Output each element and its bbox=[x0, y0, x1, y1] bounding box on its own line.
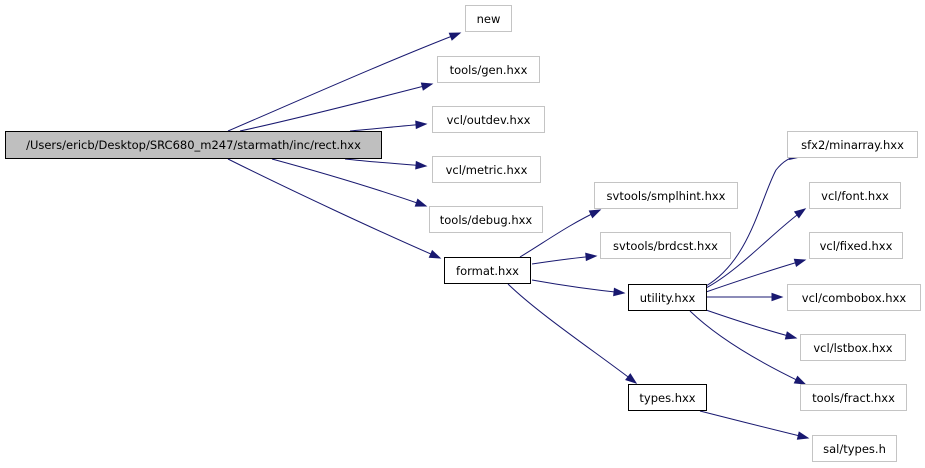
node-utility[interactable]: utility.hxx bbox=[628, 284, 707, 311]
node-vcl-lstbox: vcl/lstbox.hxx bbox=[800, 334, 906, 361]
node-tools-debug: tools/debug.hxx bbox=[429, 206, 543, 233]
edge-root-format bbox=[227, 158, 441, 259]
edge-utility-minarray bbox=[705, 156, 801, 287]
edge-utility-fixed bbox=[705, 259, 806, 293]
arrowhead-utility-font bbox=[793, 208, 807, 219]
edge-root-debug bbox=[271, 158, 427, 207]
node-vcl-fixed: vcl/fixed.hxx bbox=[809, 232, 903, 259]
node-sfx2-minarray: sfx2/minarray.hxx bbox=[787, 131, 918, 158]
node-format[interactable]: format.hxx bbox=[444, 257, 531, 284]
node-tools-gen: tools/gen.hxx bbox=[437, 56, 540, 83]
arrowhead-format-brdcst bbox=[585, 252, 598, 262]
node-sal-types: sal/types.h bbox=[812, 435, 897, 462]
node-vcl-outdev: vcl/outdev.hxx bbox=[432, 106, 545, 133]
edge-format-types bbox=[507, 283, 637, 384]
node-tools-fract: tools/fract.hxx bbox=[800, 384, 907, 411]
arrowhead-format-utility bbox=[613, 287, 626, 297]
node-vcl-font: vcl/font.hxx bbox=[809, 182, 901, 209]
arrowhead-root-new bbox=[448, 32, 462, 41]
arrowhead-format-smplhint bbox=[588, 209, 602, 219]
arrowhead-utility-fixed bbox=[793, 258, 807, 268]
node-root[interactable]: /Users/ericb/Desktop/SRC680_m247/starmat… bbox=[5, 131, 382, 159]
edge-types-saltypes bbox=[699, 410, 809, 439]
edge-utility-lstbox bbox=[705, 309, 797, 339]
edge-root-metric bbox=[344, 158, 427, 167]
node-svtools-smplhint: svtools/smplhint.hxx bbox=[594, 182, 738, 209]
arrowhead-root-metric bbox=[415, 160, 428, 170]
arrowhead-root-format bbox=[428, 249, 442, 259]
arrowhead-root-outdev bbox=[415, 120, 428, 130]
arrowhead-utility-lstbox bbox=[784, 331, 798, 340]
arrowhead-format-types bbox=[625, 373, 638, 384]
node-vcl-metric: vcl/metric.hxx bbox=[432, 156, 541, 183]
arrowhead-utility-combobox bbox=[771, 292, 784, 302]
edge-root-outdev bbox=[349, 123, 427, 132]
arrowhead-root-toolsgen bbox=[420, 82, 434, 91]
node-types[interactable]: types.hxx bbox=[628, 384, 707, 411]
arrowhead-root-debug bbox=[414, 198, 428, 207]
node-svtools-brdcst: svtools/brdcst.hxx bbox=[600, 232, 731, 259]
edge-utility-fract bbox=[689, 310, 806, 385]
node-new: new bbox=[465, 5, 512, 32]
arrowhead-utility-fract bbox=[793, 375, 807, 385]
edge-format-utility bbox=[531, 279, 625, 294]
arrowhead-types-saltypes bbox=[796, 431, 810, 440]
node-vcl-combobox: vcl/combobox.hxx bbox=[787, 284, 921, 311]
edge-root-toolsgen bbox=[239, 83, 433, 132]
edge-root-new bbox=[227, 32, 461, 132]
edge-utility-font bbox=[705, 208, 806, 289]
